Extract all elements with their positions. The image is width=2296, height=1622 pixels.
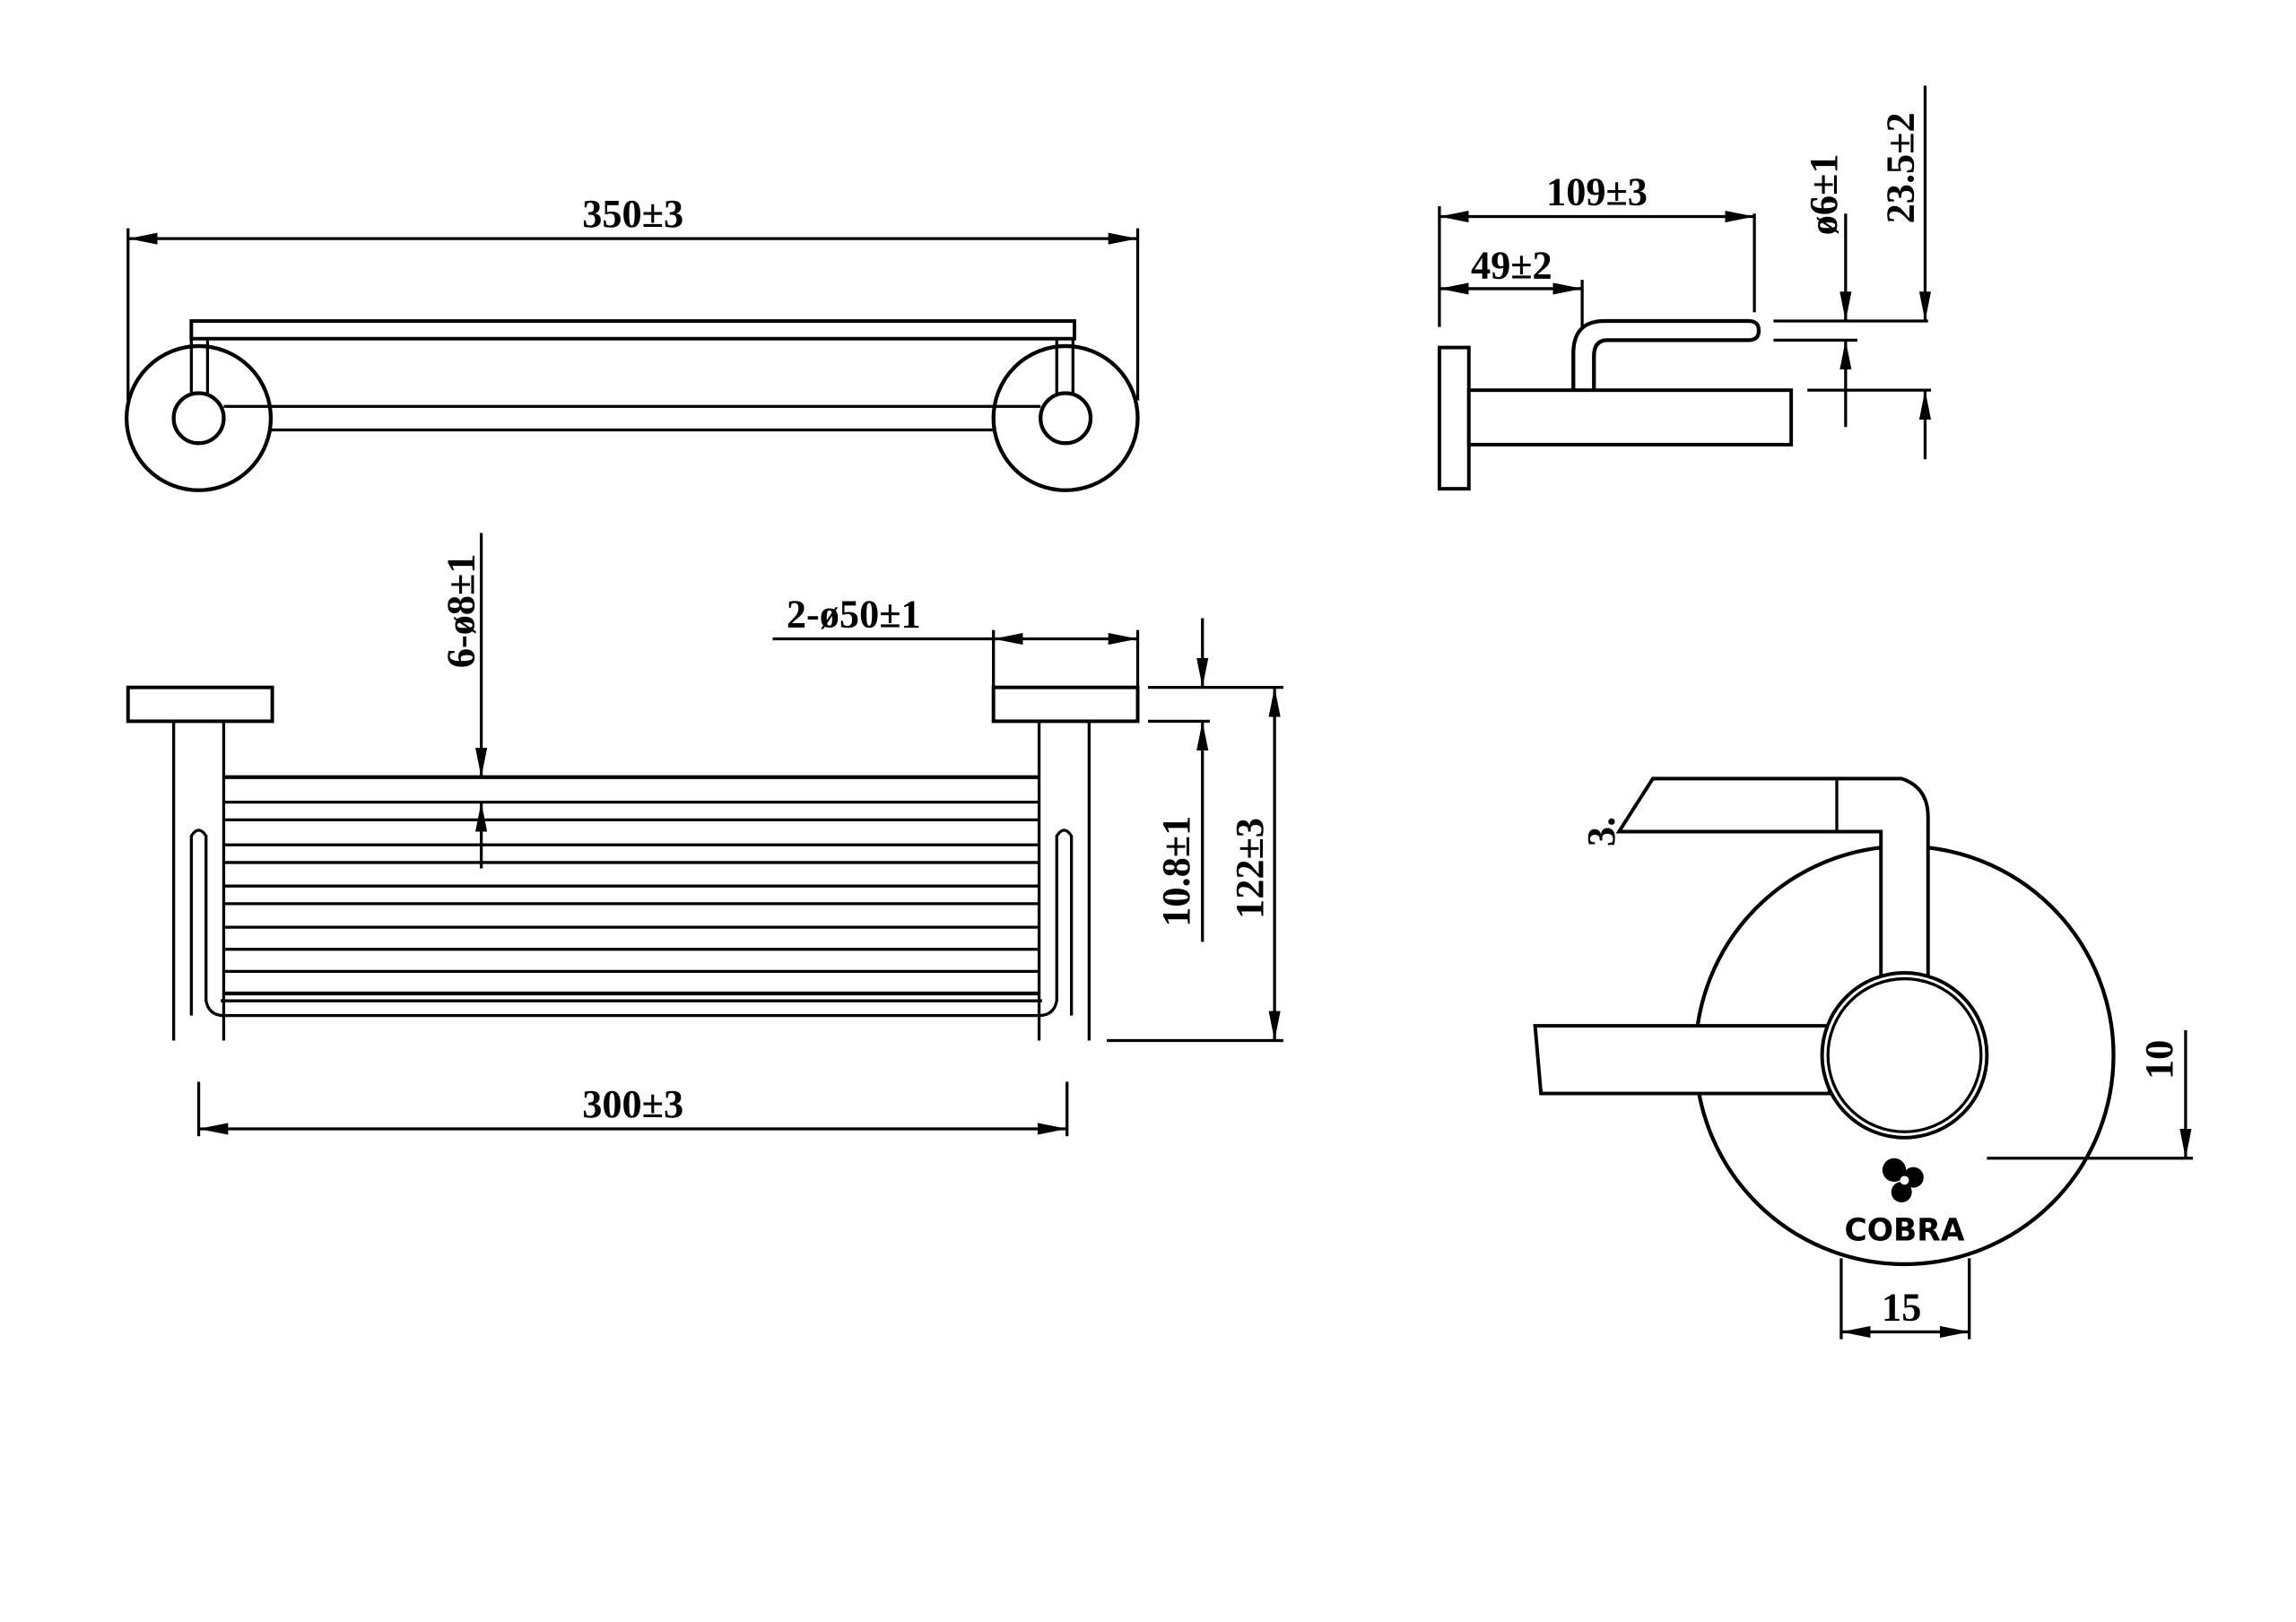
arm-width-dimension-label: 15 [1882,1285,1921,1329]
hook [1571,318,1761,391]
bevel-dimension-label: 3. [1579,817,1623,846]
rosette-plate-right [991,685,1140,724]
rosette-left [124,343,274,492]
basket-rods [223,775,1039,996]
depth-dimension-label: 109±3 [1546,169,1648,213]
horizontal-arm [1533,1024,1831,1096]
top-rail [189,319,1076,341]
arm [1466,388,1794,447]
top-view: 350±3 [124,192,1140,492]
rosette-right [991,343,1140,492]
hook-offset-dimension-label: 49±2 [1471,243,1552,287]
hook-diameter-dimension-label: ø6±1 [1802,154,1846,236]
width-dimension-label: 350±3 [582,192,683,236]
height-dimension-label: 23.5±2 [1878,112,1922,223]
hook-arm [1615,776,1930,981]
wall-plate [1437,345,1471,491]
brand-logo-text: COBRA [1844,1213,1964,1249]
inner-width-dimension-label: 300±3 [582,1082,683,1126]
offset-dimension-label: 10 [2137,1040,2181,1080]
center-hub [1820,971,1989,1140]
rod-dimension-label: 6-ø8±1 [439,553,483,668]
detail-view: 3. 10 15 COBRA [1533,776,2194,1340]
total-height-dimension-label: 122±3 [1228,818,1272,919]
basket-height-dimension-label: 10.8±1 [1154,816,1198,927]
rosette-dimension-label: 2-ø50±1 [787,592,921,636]
rosette-plate-left [126,685,274,724]
cobra-logo-icon [1882,1158,1924,1203]
side-view: 109±3 49±2 ø6±1 23.5±2 [1437,85,1932,491]
front-view: 6-ø8±1 2-ø50±1 10.8±1 122±3 300±3 [126,533,1283,1137]
